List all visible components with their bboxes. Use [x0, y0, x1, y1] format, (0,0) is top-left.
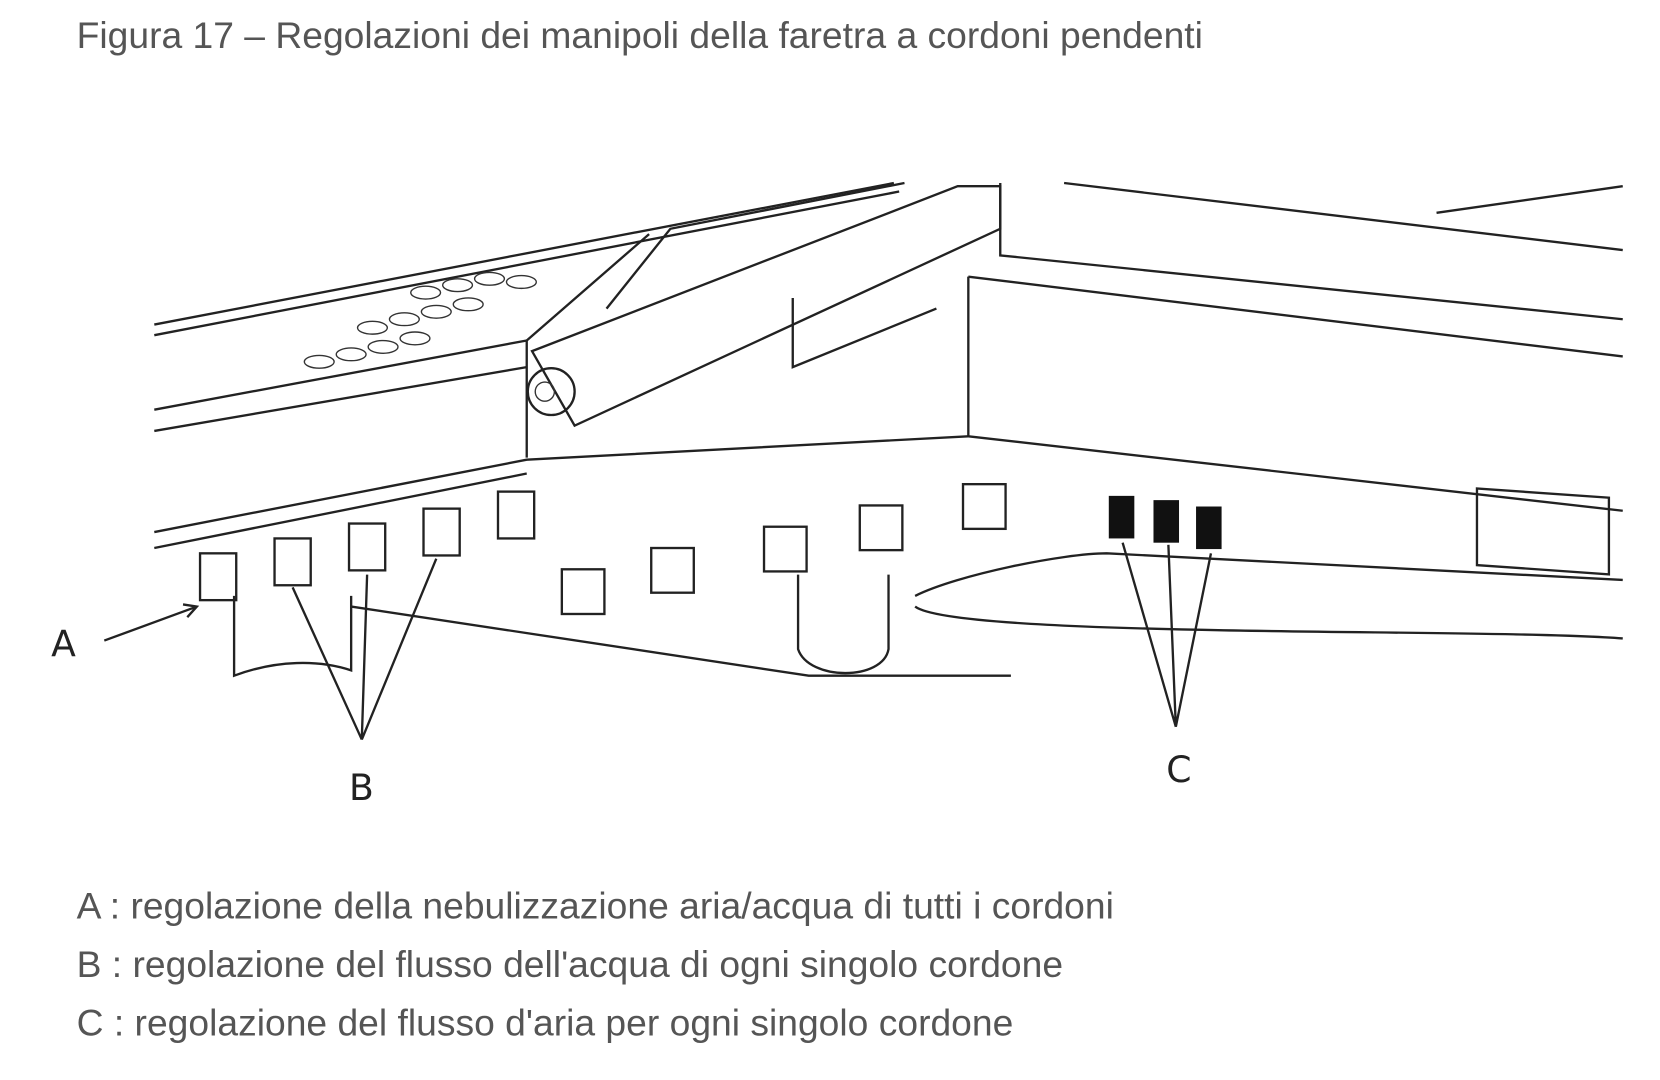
- legend-item-c: C : regolazione del flusso d'aria per og…: [76, 1002, 1014, 1044]
- callout-arrows: [103, 542, 1213, 741]
- label-a: A: [51, 623, 76, 666]
- legend-item-b: B : regolazione del flusso dell'acqua di…: [76, 943, 1064, 986]
- air-flow-knobs: [1108, 495, 1222, 550]
- water-flow-knobs: [198, 490, 536, 602]
- equipment-drawing: [154, 181, 1623, 678]
- hex-fittings: [560, 482, 1007, 616]
- label-c: C: [1166, 748, 1191, 791]
- figure-title: Figura 17 – Regolazioni dei manipoli del…: [76, 14, 1203, 57]
- keypad-buttons: [303, 271, 537, 369]
- label-b: B: [349, 766, 374, 809]
- quiver-knobs-diagram: A B C: [51, 181, 1623, 809]
- legend-item-a: A : regolazione della nebulizzazione ari…: [76, 885, 1114, 927]
